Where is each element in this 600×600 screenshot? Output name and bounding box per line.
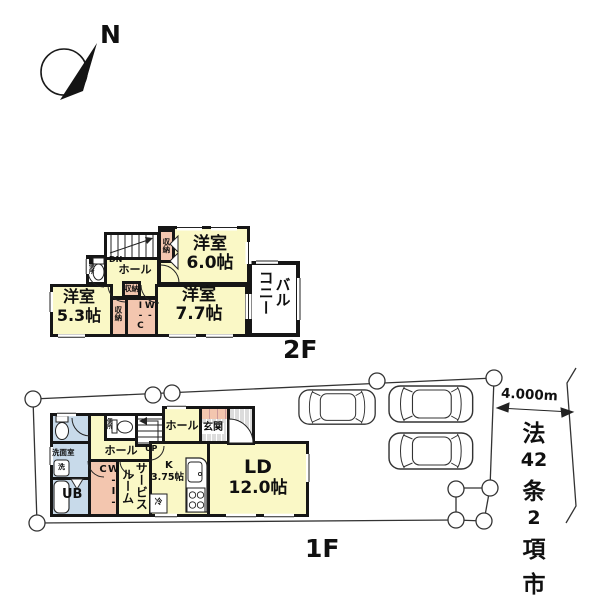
compass-north-label: N xyxy=(100,20,121,49)
f2-wic xyxy=(125,297,158,337)
f1-stairs-label: UP xyxy=(145,444,158,453)
road-char: 42 xyxy=(520,449,548,471)
f1-washroom-label: 洗面室 xyxy=(52,448,75,457)
f1-washer-label: 洗 xyxy=(58,463,65,471)
f1-wic-label: W-I-C xyxy=(97,464,120,508)
f1-service-room-label: サービス ルーム xyxy=(120,462,149,516)
service-text-right: サービス xyxy=(134,462,149,510)
balcony-text-right: バル xyxy=(273,277,292,307)
road-name-label: 法 42 条 2 項 市 道 xyxy=(515,414,553,600)
f2-hall-label: ホール xyxy=(118,263,152,276)
f2-closet-mid-label: 収納 xyxy=(124,284,139,293)
f2-balcony-label: バル コニー xyxy=(256,270,292,330)
f2-room77-size: 7.7帖 xyxy=(175,304,223,324)
f1-hall-left-label: ホール xyxy=(104,444,138,457)
f2-stairs-label: DN xyxy=(109,255,123,264)
f2-room6-size: 6.0帖 xyxy=(186,253,234,273)
road-east-edge xyxy=(565,367,577,524)
f1-washroom xyxy=(50,441,91,480)
road-width-label: 4.000m xyxy=(500,385,559,405)
f2-room53-size: 5.3帖 xyxy=(56,306,102,325)
f1-bath-label: UB xyxy=(62,487,83,502)
f1-ld-size: 12.0帖 xyxy=(228,478,288,498)
road-char: 条 xyxy=(522,479,546,505)
f2-closet-south-label: 収納 xyxy=(113,306,123,321)
road-char: 法 xyxy=(522,421,546,447)
f1-floor-label: 1F xyxy=(305,534,340,563)
road-char: 2 xyxy=(527,507,541,529)
parking-cars xyxy=(298,385,474,470)
f1-toilet-small xyxy=(104,413,138,441)
service-text-left: ルーム xyxy=(120,468,135,504)
f1-kitchen-size: 3.75帖 xyxy=(151,472,184,483)
f2-room77-name: 洋室 xyxy=(182,285,216,305)
f1-toilet-small-label: 便所 xyxy=(105,418,112,429)
f2-closet-north-label: 収納 xyxy=(161,238,171,253)
f2-wic-label: W-I-C xyxy=(135,301,155,331)
f2-floor-label: 2F xyxy=(283,335,318,364)
f1-fridge-label: 冷 xyxy=(154,497,163,506)
f1-toilet xyxy=(50,413,91,444)
road-char: 市 xyxy=(522,572,546,598)
f2-room6-name: 洋室 xyxy=(193,234,227,254)
genkan-step xyxy=(202,409,227,419)
f2-room53-name: 洋室 xyxy=(62,287,95,306)
f2-toilet-label: 便所 xyxy=(87,263,94,274)
f1-ld-name: LD xyxy=(244,456,272,478)
f1-kitchen-name: K xyxy=(165,460,173,471)
road-char: 項 xyxy=(522,537,546,563)
compass-icon xyxy=(40,43,97,100)
f1-porch xyxy=(227,406,255,445)
balcony-text-left: コニー xyxy=(256,270,275,315)
f1-genkan-label: 玄関 xyxy=(202,422,224,434)
f1-hall-top-label: ホール xyxy=(165,419,199,432)
